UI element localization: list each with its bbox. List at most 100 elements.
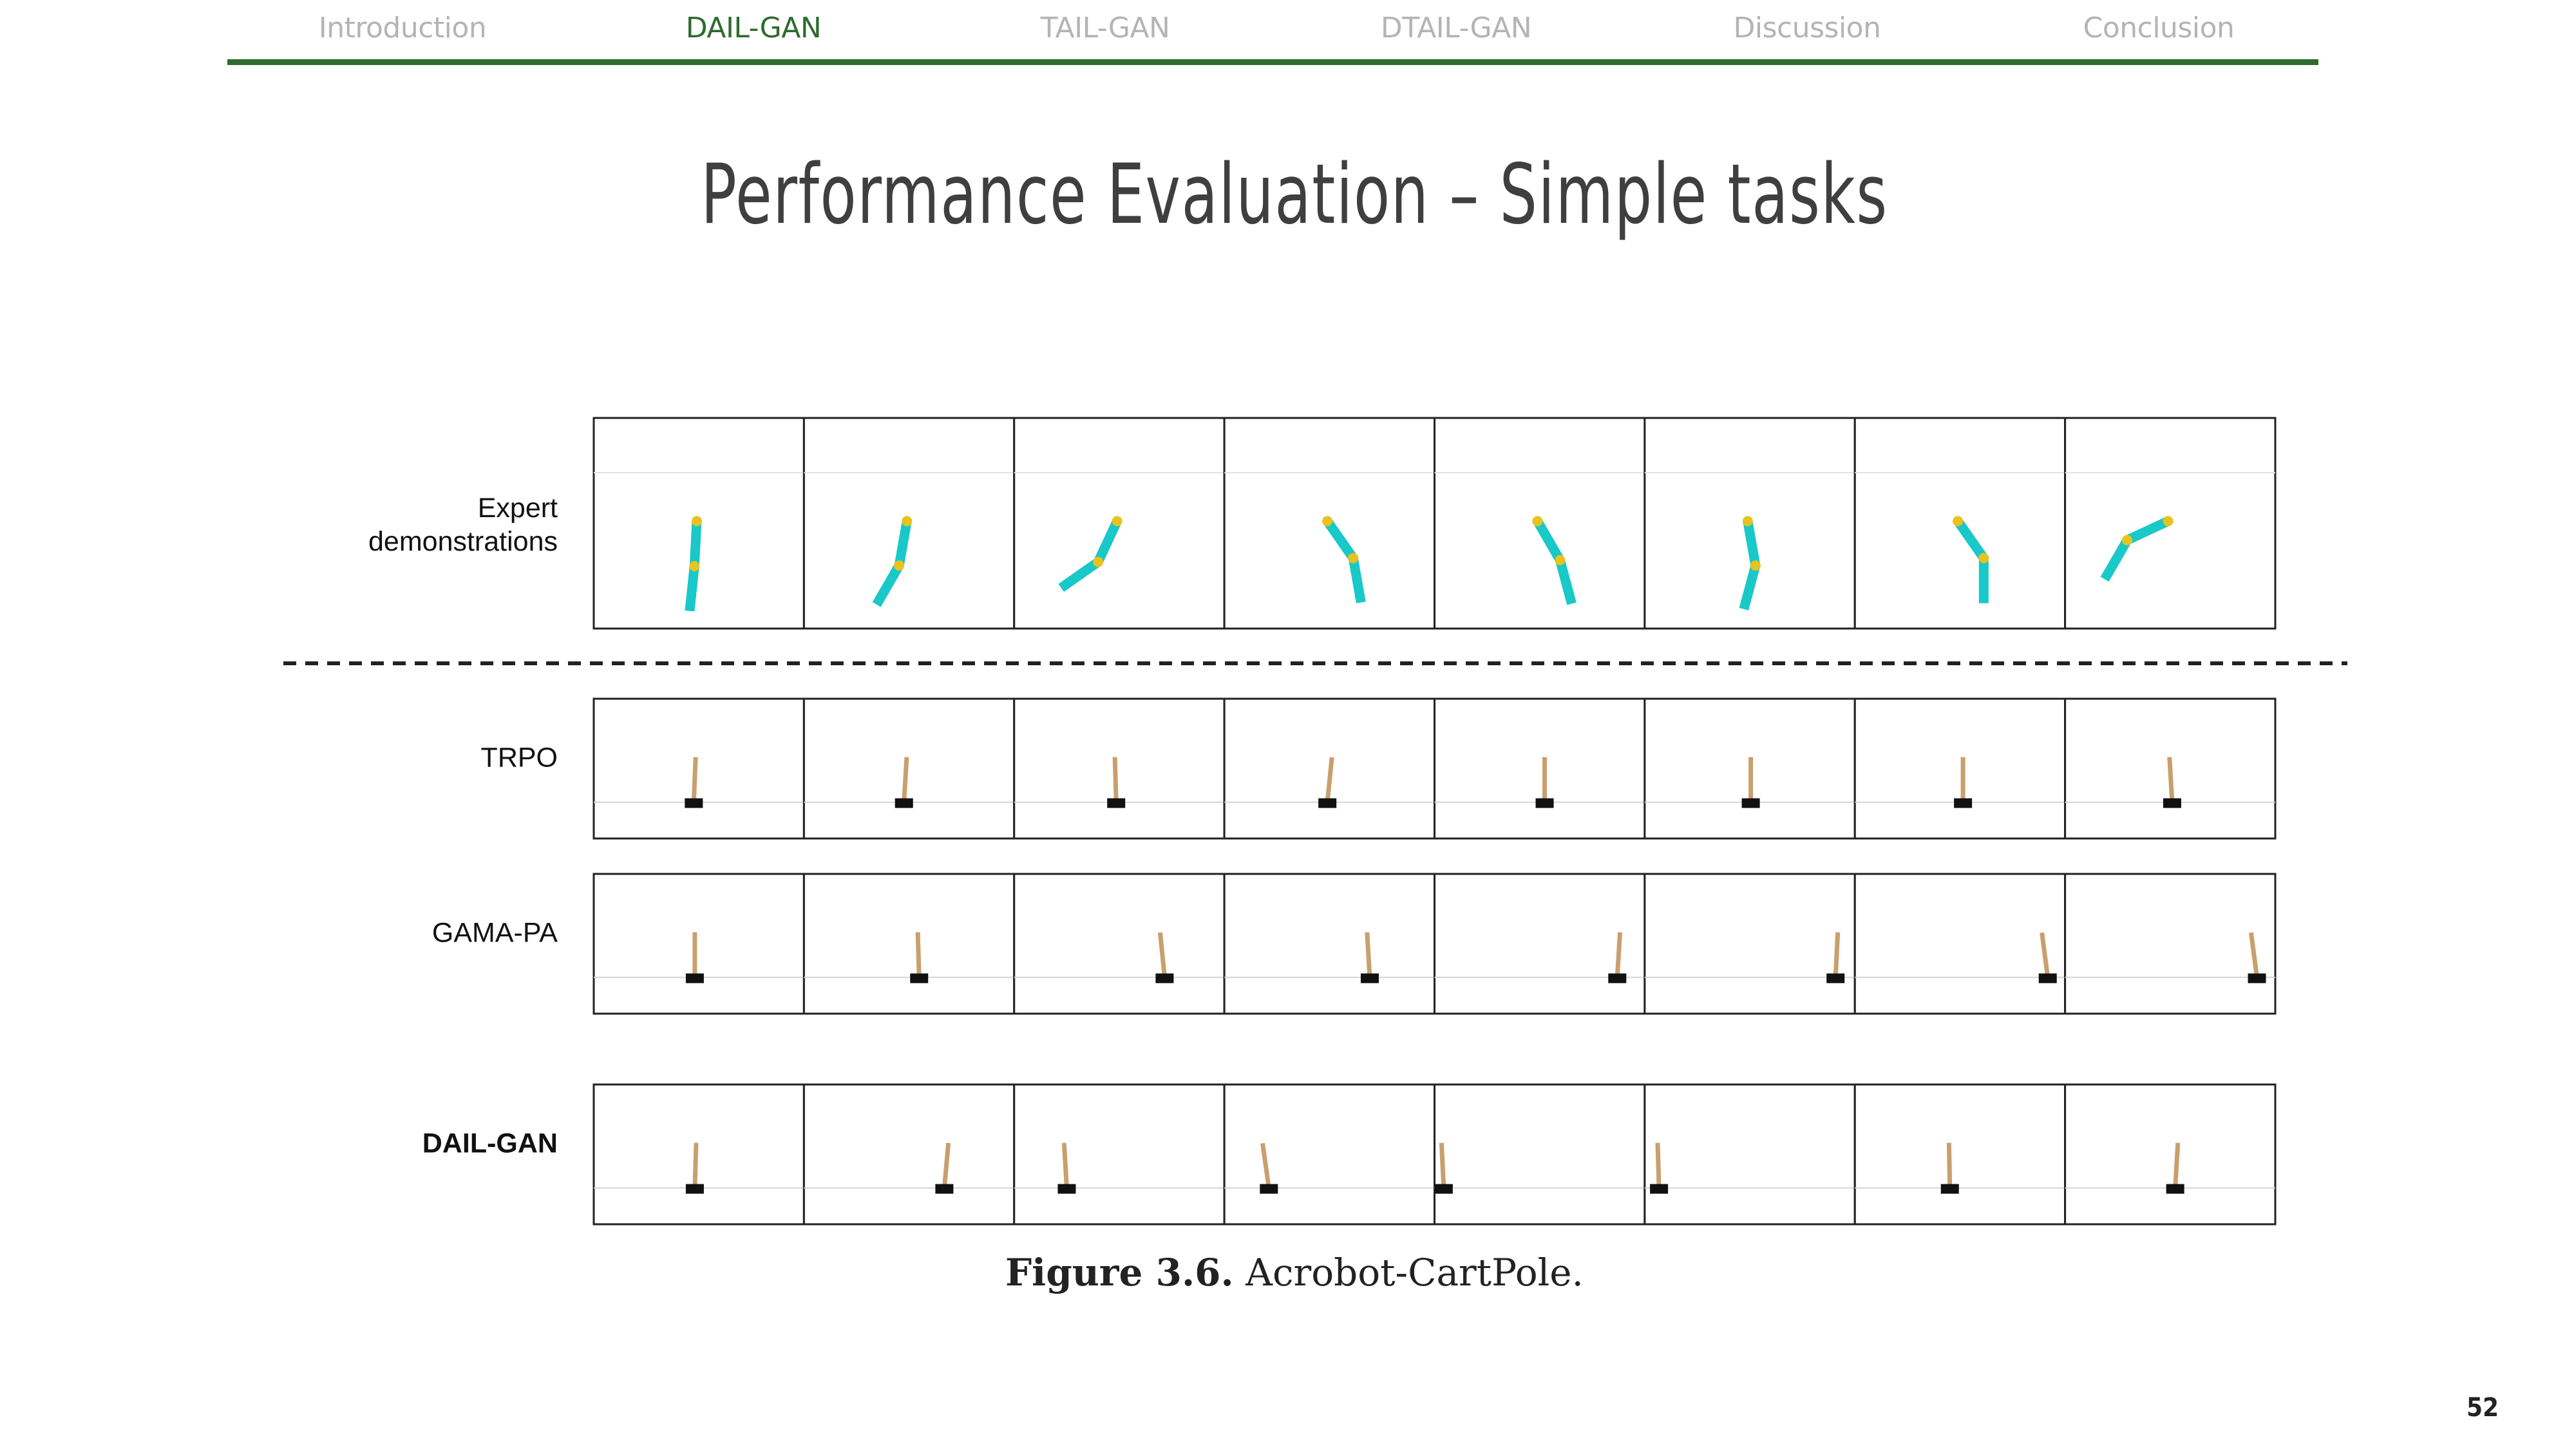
cart <box>2166 1184 2184 1194</box>
frame-box <box>1434 1083 1646 1226</box>
cart <box>685 973 704 983</box>
frame-box <box>802 873 1016 1015</box>
cart <box>1650 1184 1669 1194</box>
acrobot-joint <box>1112 516 1122 527</box>
pole <box>1615 932 1623 978</box>
cart <box>1434 1184 1453 1194</box>
nav-item-introduction[interactable]: Introduction <box>318 12 487 44</box>
cart <box>1535 798 1554 808</box>
pole <box>1157 932 1167 978</box>
pole <box>1112 757 1119 802</box>
cart <box>2038 973 2057 983</box>
nav-item-dail-gan[interactable]: DAIL-GAN <box>685 12 822 44</box>
row-label: Expert <box>478 493 558 524</box>
cart <box>1360 973 1379 983</box>
acrobot-link <box>685 565 699 612</box>
figure-caption: Figure 3.6. Acrobot-CartPole. <box>0 1251 2576 1294</box>
acrobot-link <box>2125 516 2170 545</box>
acrobot-link <box>1058 558 1101 592</box>
frame-box <box>802 1083 1016 1226</box>
cart <box>1940 1184 1959 1194</box>
frame-box <box>1434 873 1646 1015</box>
nav-item-tail-gan[interactable]: TAIL-GAN <box>1040 12 1170 44</box>
acrobot-link <box>1555 558 1577 605</box>
acrobot-link <box>1743 520 1761 567</box>
frame-box <box>592 873 805 1015</box>
frame-box <box>2064 873 2277 1015</box>
row-label: DAIL-GAN <box>422 1128 558 1159</box>
cart <box>2163 798 2181 808</box>
pole <box>1365 932 1372 978</box>
cart <box>1260 1184 1278 1194</box>
pole <box>1260 1142 1271 1189</box>
figure-caption-label: Figure 3.6. <box>1005 1251 1234 1294</box>
acrobot-link <box>1533 518 1564 563</box>
pole <box>902 757 909 802</box>
pole <box>1439 1142 1446 1188</box>
acrobot-joint <box>1322 516 1333 527</box>
pole <box>1833 932 1841 978</box>
acrobot-joint <box>689 561 700 572</box>
row-label: TRPO <box>481 743 558 773</box>
nav-item-dtail-gan[interactable]: DTAIL-GAN <box>1380 12 1532 44</box>
frame-box <box>1013 873 1226 1015</box>
frame-box <box>2064 1083 2277 1226</box>
pole <box>692 1142 699 1188</box>
acrobot-joint <box>1093 556 1104 567</box>
acrobot-link <box>1323 518 1358 561</box>
acrobot-joint <box>1532 516 1543 527</box>
acrobot-joint <box>1555 554 1566 565</box>
acrobot-link <box>872 563 904 607</box>
frame-box <box>1643 1083 1856 1226</box>
frame-box <box>1853 1083 2067 1226</box>
pole <box>1655 1142 1662 1188</box>
pole <box>2248 932 2260 978</box>
cart <box>1155 973 1174 983</box>
row-label: GAMA-PA <box>432 918 558 949</box>
cart <box>1954 798 1973 808</box>
frame-box <box>592 697 805 840</box>
frame-box <box>1853 697 2067 840</box>
cart <box>1741 798 1760 808</box>
acrobot-link <box>1094 519 1122 564</box>
acrobot-joint <box>691 516 702 527</box>
pole <box>915 932 922 978</box>
section-nav <box>227 0 2318 65</box>
acrobot-joint <box>1953 516 1964 527</box>
cart <box>1826 973 1845 983</box>
frame-box <box>1434 697 1646 840</box>
acrobot-link <box>894 520 912 567</box>
nav-item-discussion[interactable]: Discussion <box>1733 12 1882 44</box>
frame-box <box>1643 873 1856 1015</box>
pole <box>942 1142 951 1188</box>
cart <box>1608 973 1627 983</box>
frame-box <box>1853 873 2067 1015</box>
acrobot-joint <box>1978 553 1989 564</box>
cart <box>910 973 929 983</box>
acrobot-joint <box>1348 553 1359 564</box>
pole <box>2173 1142 2181 1188</box>
pole <box>1061 1142 1069 1188</box>
pole <box>2040 932 2050 978</box>
cart <box>1318 798 1337 808</box>
acrobot-joint <box>1742 516 1753 527</box>
frame-box <box>1223 873 1435 1015</box>
figure-caption-text: Acrobot-CartPole. <box>1245 1251 1584 1294</box>
frame-box <box>1013 1083 1226 1226</box>
frame-box <box>1013 697 1226 840</box>
acrobot-link <box>2100 538 2132 582</box>
nav-item-conclusion[interactable]: Conclusion <box>2083 12 2235 44</box>
acrobot-link <box>1954 518 1988 561</box>
cart <box>895 798 913 808</box>
acrobot-joint <box>2163 516 2174 527</box>
acrobot-joint <box>2122 535 2133 545</box>
frame-box <box>1223 1083 1435 1226</box>
frame-box <box>802 697 1016 840</box>
acrobot-joint <box>894 560 905 571</box>
acrobot-link <box>1348 557 1366 603</box>
cart <box>685 798 703 808</box>
acrobot-joint <box>902 516 913 527</box>
slide-title: Performance Evaluation – Simple tasks <box>701 147 1888 243</box>
acrobot-joint <box>1750 560 1761 571</box>
